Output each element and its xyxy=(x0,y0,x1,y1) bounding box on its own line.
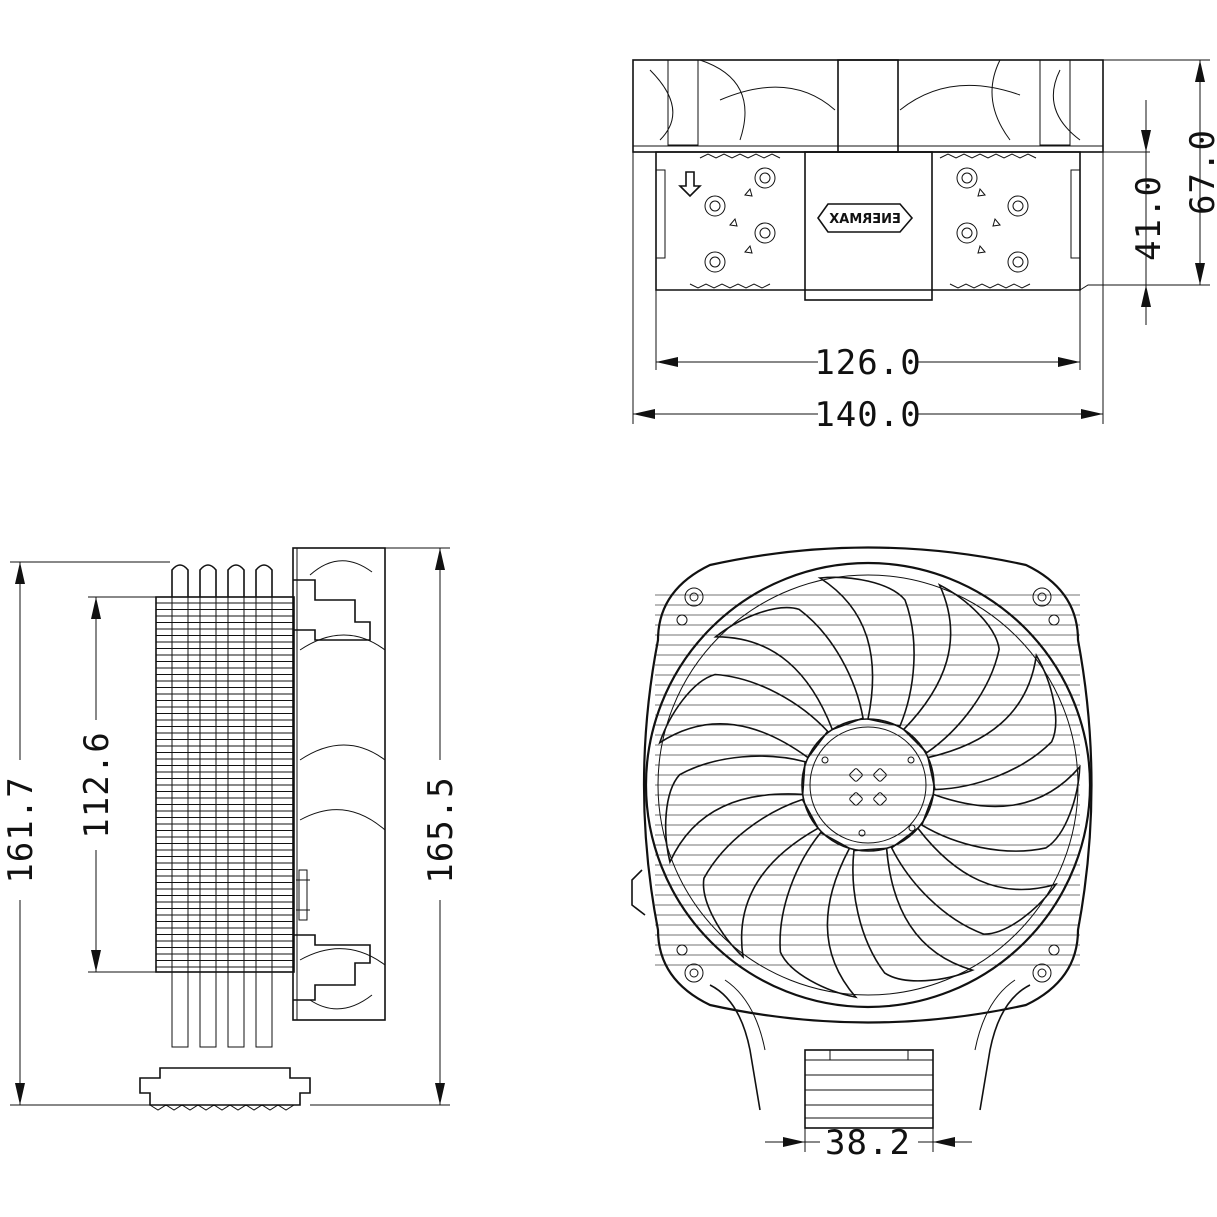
logo-text: ENERMAX xyxy=(829,212,901,227)
side-view-fan xyxy=(292,547,386,1021)
dimension-126-0: 126.0 xyxy=(655,290,1081,383)
front-view-fan-hub xyxy=(801,718,935,852)
top-view-fan-frame xyxy=(632,59,1104,153)
fan-blade xyxy=(702,798,820,959)
dimension-41-0: 41.0 xyxy=(1103,100,1169,325)
dim-label-41-0: 41.0 xyxy=(1129,175,1169,261)
dim-label-140-0: 140.0 xyxy=(814,395,921,435)
airflow-arrow-icon xyxy=(678,171,702,198)
enermax-logo: ENERMAX xyxy=(817,203,914,233)
side-view-fin-stack xyxy=(155,596,295,973)
dimension-161-7: 161.7 xyxy=(1,561,170,1106)
top-view-base-block xyxy=(804,151,933,301)
dimension-165-5: 165.5 xyxy=(310,547,461,1106)
fan-blade xyxy=(658,673,829,759)
front-view-fan-frame xyxy=(642,546,1093,1024)
front-view-base xyxy=(804,1049,934,1129)
side-view-base xyxy=(139,1067,311,1106)
fan-blade xyxy=(779,831,858,999)
front-view-fan-blades xyxy=(658,576,1081,999)
fan-blade xyxy=(927,652,1057,791)
dim-label-165-5: 165.5 xyxy=(421,776,461,883)
fan-mounting-holes xyxy=(676,587,1060,983)
top-view-fan-hub xyxy=(837,59,899,153)
dimension-67-0: 67.0 xyxy=(1088,59,1217,286)
front-view-fan-ring xyxy=(644,561,1092,1009)
side-view-heatpipes xyxy=(171,596,273,1048)
dim-label-112-6: 112.6 xyxy=(77,731,117,838)
dim-label-38-2: 38.2 xyxy=(825,1123,911,1163)
dimension-112-6: 112.6 xyxy=(77,596,156,973)
top-view: ENERMAX 41.0 xyxy=(632,59,1217,435)
dim-label-67-0: 67.0 xyxy=(1183,129,1217,215)
dim-label-126-0: 126.0 xyxy=(814,343,921,383)
front-view-fins xyxy=(655,594,1080,966)
dimension-140-0: 140.0 xyxy=(632,152,1104,435)
side-view: 161.7 112.6 165.5 xyxy=(1,547,461,1111)
fan-blade xyxy=(890,827,1058,935)
fan-blade xyxy=(713,606,864,731)
fan-blade xyxy=(902,583,1000,754)
dimension-38-2: 38.2 xyxy=(765,1123,972,1163)
fan-blade xyxy=(852,847,975,982)
fan-blade xyxy=(664,755,806,865)
heatpipe-holes xyxy=(704,167,1029,273)
fan-blade xyxy=(920,764,1081,852)
fan-blade xyxy=(817,576,915,727)
dim-label-161-7: 161.7 xyxy=(1,776,41,883)
front-view: 38.2 xyxy=(631,546,1093,1163)
